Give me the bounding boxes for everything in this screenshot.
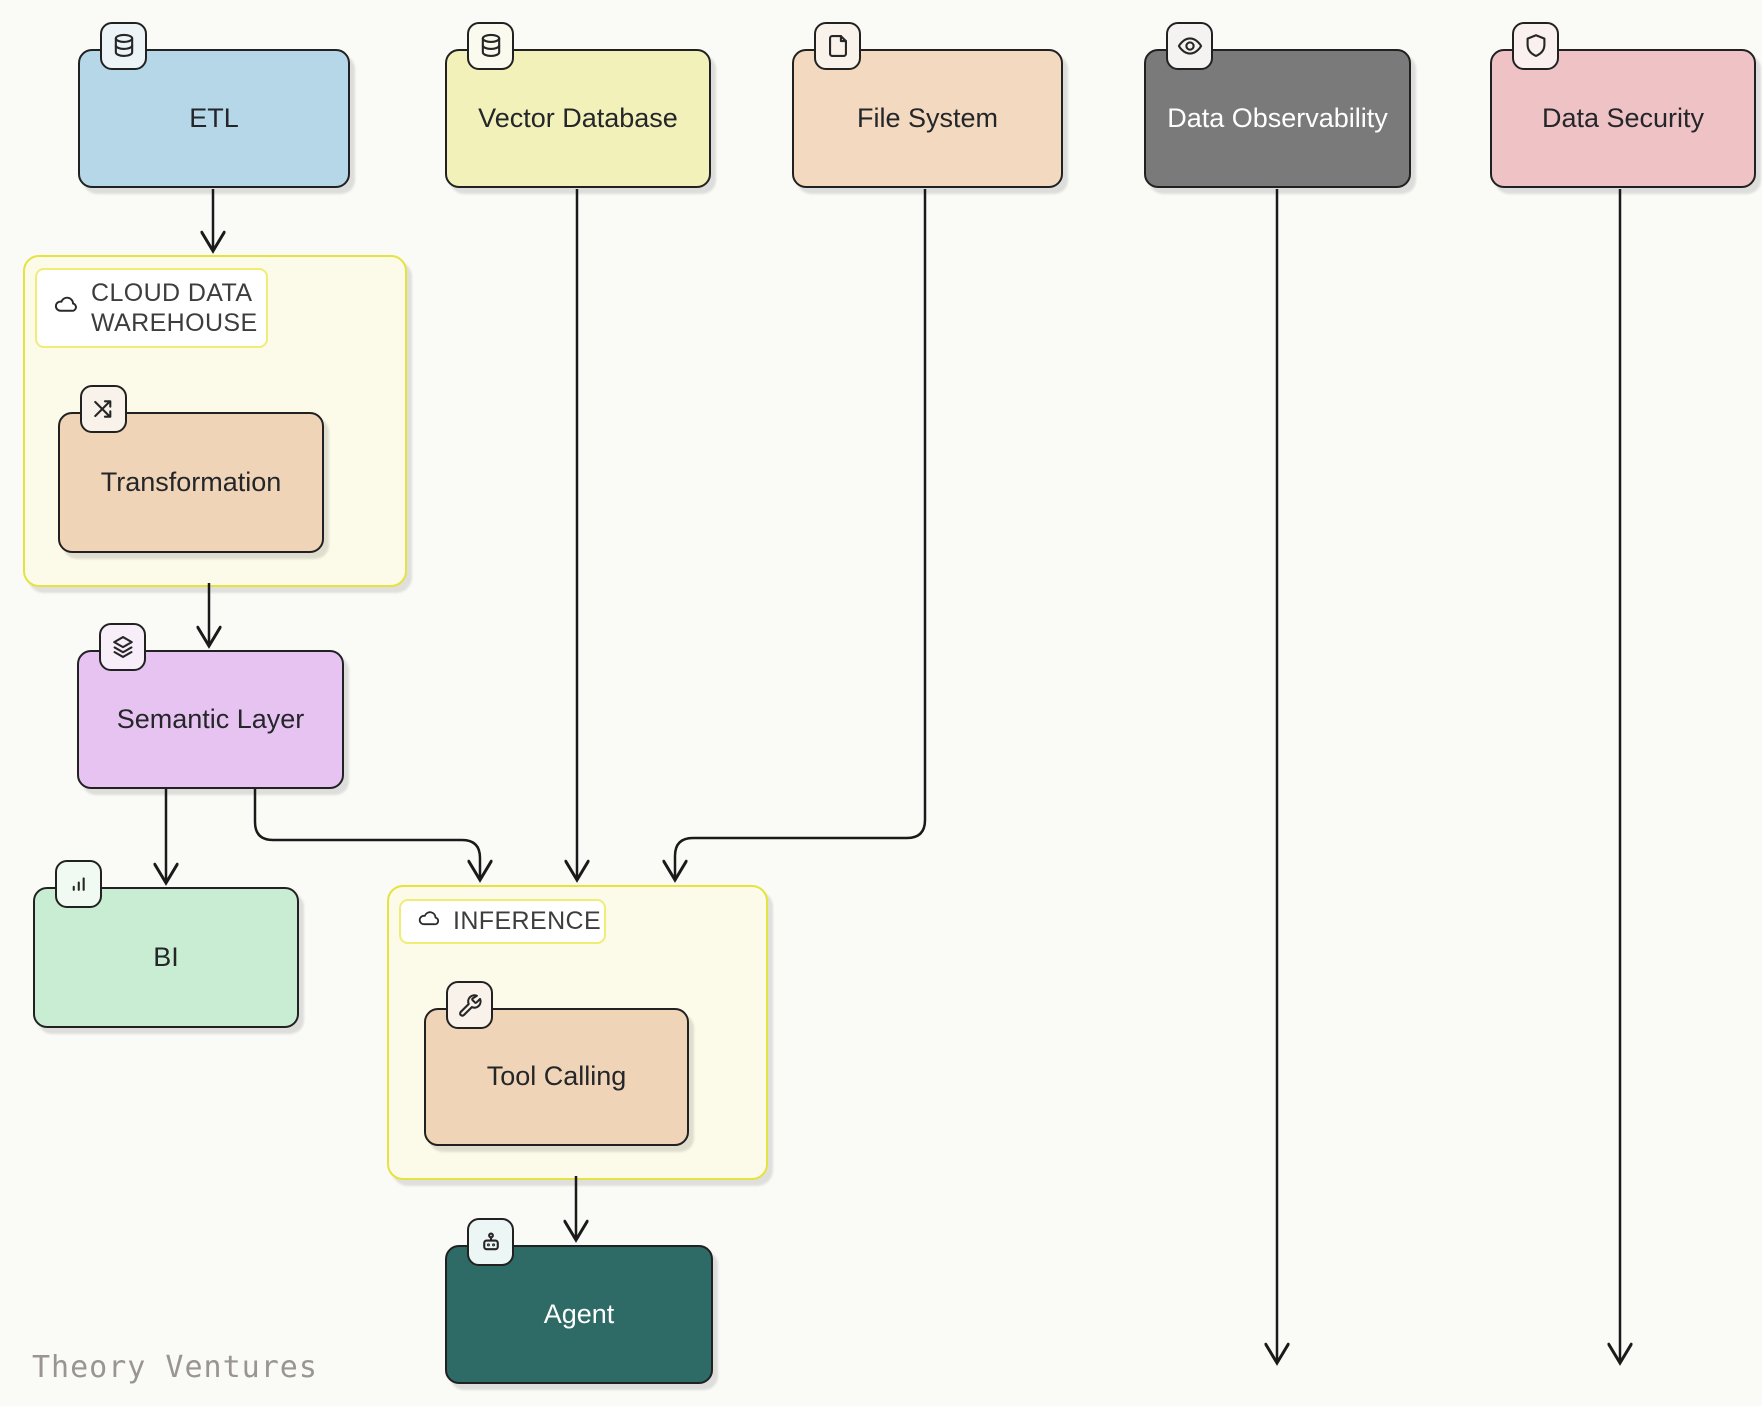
- wrench-icon: [446, 981, 493, 1029]
- node-label: BI: [153, 941, 179, 972]
- node-label: Transformation: [100, 466, 282, 497]
- node-vector-database: Vector Database: [445, 22, 711, 188]
- cloud-icon: [51, 291, 81, 325]
- node-label: Tool Calling: [486, 1061, 627, 1092]
- cloud-icon: [415, 906, 443, 938]
- node-label: File System: [856, 102, 999, 133]
- database-icon: [100, 22, 147, 70]
- container-label-cloud-data-warehouse: CLOUD DATA WAREHOUSE: [35, 268, 268, 348]
- node-label: Data Security: [1541, 102, 1705, 133]
- node-transformation: Transformation: [58, 385, 324, 553]
- node-label: Semantic Layer: [116, 703, 305, 734]
- node-bi: BI: [33, 860, 299, 1028]
- bar-chart-icon: [55, 860, 102, 908]
- edge-file-system-to-inference: [675, 189, 927, 880]
- node-semantic-layer: Semantic Layer: [77, 623, 344, 789]
- edge-semantic-layer-to-inference: [253, 789, 480, 880]
- node-label: ETL: [189, 102, 239, 133]
- shield-icon: [1512, 22, 1559, 70]
- node-tool-calling: Tool Calling: [424, 981, 689, 1146]
- node-label: Agent: [543, 1298, 615, 1329]
- shuffle-icon: [80, 385, 127, 433]
- node-file-system: File System: [792, 22, 1063, 188]
- file-icon: [814, 22, 861, 70]
- container-label-text: INFERENCE: [453, 907, 602, 936]
- node-agent: Agent: [445, 1218, 713, 1384]
- node-data-security: Data Security: [1490, 22, 1756, 188]
- node-label: Data Observability: [1167, 102, 1388, 133]
- watermark: Theory Ventures: [32, 1350, 318, 1385]
- node-label: Vector Database: [478, 102, 678, 133]
- database-icon: [467, 22, 514, 70]
- robot-icon: [467, 1218, 514, 1266]
- container-label-text: CLOUD DATA WAREHOUSE: [91, 278, 258, 338]
- layers-icon: [99, 623, 146, 671]
- container-label-inference: INFERENCE: [399, 899, 606, 944]
- node-data-observability: Data Observability: [1144, 22, 1411, 188]
- eye-icon: [1166, 22, 1213, 70]
- node-etl: ETL: [78, 22, 350, 188]
